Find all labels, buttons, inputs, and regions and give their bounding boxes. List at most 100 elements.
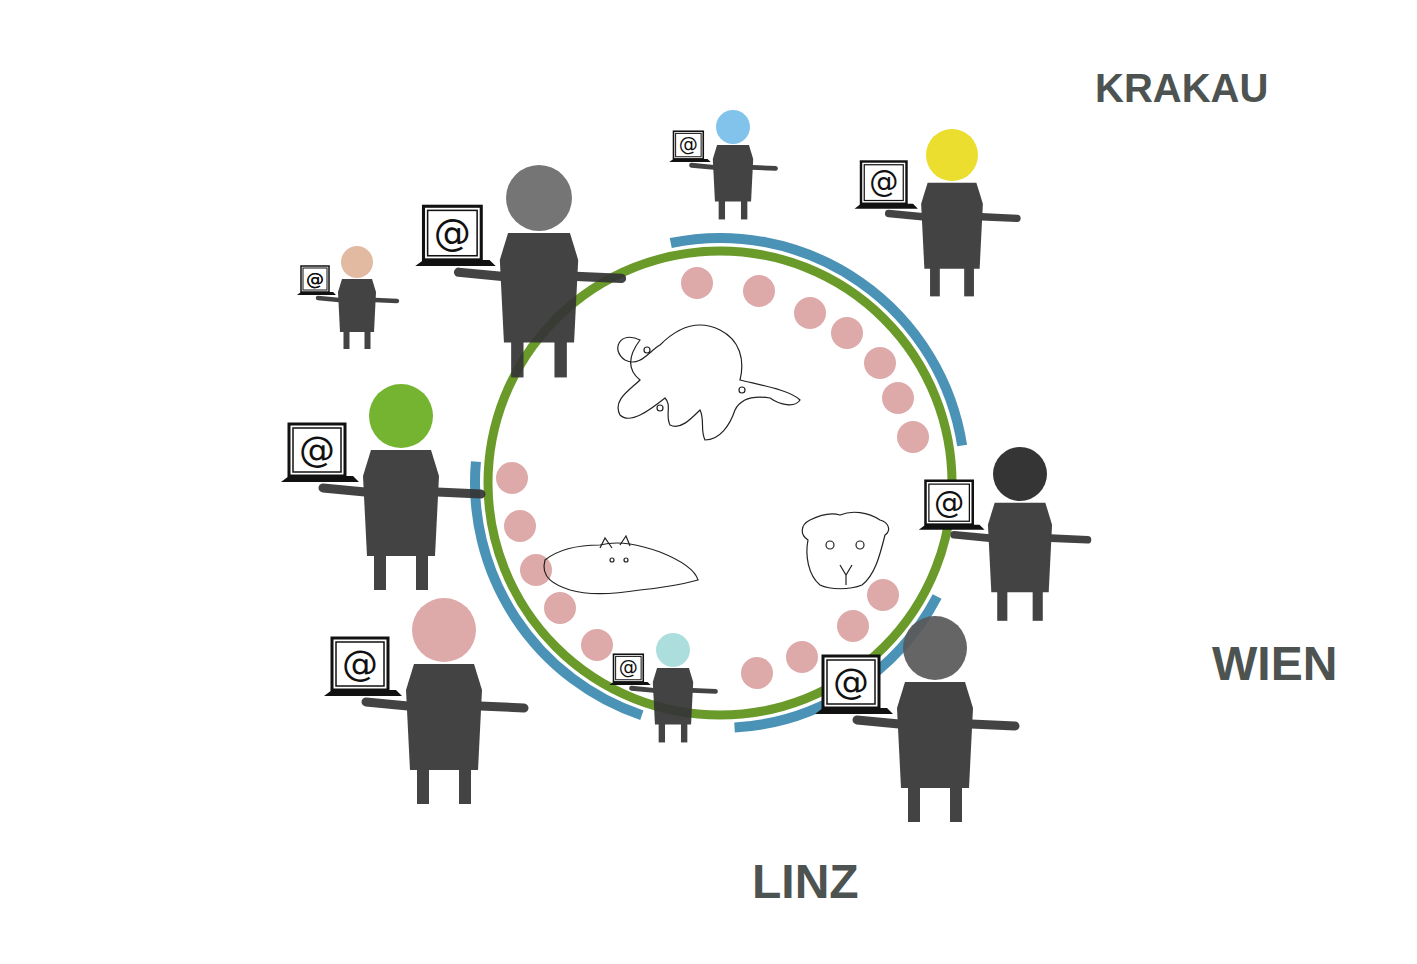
guinea-pig-sketch — [544, 543, 698, 594]
person-head — [506, 165, 572, 231]
laptop-bezel — [864, 165, 903, 201]
at-symbol: @ — [342, 646, 378, 682]
person — [857, 616, 1015, 822]
at-symbol: @ — [934, 488, 964, 518]
laptop-bezel — [929, 484, 970, 521]
person-arm — [375, 300, 397, 301]
at-symbol: @ — [679, 136, 698, 155]
laptop-screen — [332, 638, 388, 690]
person-leg — [554, 340, 566, 377]
person-leg — [344, 331, 350, 349]
person-arm — [752, 167, 775, 168]
laptop-screen — [614, 654, 644, 682]
laptop-base — [324, 690, 402, 696]
person-body — [921, 183, 983, 269]
octopus-sketch — [618, 325, 800, 440]
person-arm — [323, 488, 365, 492]
person-body — [653, 668, 693, 724]
laptop-screen — [823, 656, 879, 708]
laptop-base — [919, 525, 985, 530]
at-symbol: @ — [299, 432, 335, 468]
laptop-base — [815, 708, 893, 714]
pink-dot — [882, 382, 914, 414]
guinea-pig-eye — [856, 541, 864, 549]
person-arm — [480, 706, 524, 708]
at-symbol: @ — [869, 168, 898, 197]
person-head — [993, 447, 1047, 501]
pink-dot — [837, 610, 869, 642]
person — [366, 598, 524, 804]
guinea-pig-ears — [600, 536, 630, 548]
laptop-base — [855, 204, 918, 209]
person-body — [406, 664, 482, 770]
city-label: WIEN — [1212, 640, 1337, 688]
pink-dot — [741, 657, 773, 689]
laptop-base — [297, 292, 336, 295]
person — [459, 165, 622, 377]
person-arm — [632, 688, 654, 690]
laptop-screen — [861, 162, 907, 204]
person-leg — [997, 590, 1007, 620]
person-leg — [930, 267, 940, 296]
person — [692, 110, 776, 219]
guinea-pig-eye — [624, 558, 628, 562]
person-leg — [950, 786, 962, 822]
person-arm — [366, 702, 408, 706]
laptop-bezel — [676, 133, 702, 156]
laptop-bezel — [303, 268, 327, 290]
pink-dot — [864, 347, 896, 379]
laptop-bezel — [827, 660, 875, 704]
person-arm — [692, 165, 714, 167]
person-arm — [981, 217, 1017, 219]
person-arm — [318, 298, 339, 300]
person-head — [341, 246, 373, 278]
person — [323, 384, 481, 590]
city-label: KRAKAU — [1095, 68, 1268, 108]
laptop-bezel — [293, 428, 341, 472]
city-label: LINZ — [752, 858, 859, 906]
pink-dot — [867, 579, 899, 611]
pink-dot — [786, 641, 818, 673]
pink-dot — [681, 267, 713, 299]
laptop-screen — [424, 206, 482, 260]
person-leg — [417, 768, 429, 804]
guinea-pig-face-sketch — [802, 512, 888, 588]
person-arm — [1050, 538, 1087, 540]
laptop-base — [281, 476, 359, 482]
person-arm — [857, 720, 899, 724]
person-body — [363, 450, 439, 556]
guinea-pig-nose — [840, 565, 852, 585]
octopus-eye — [739, 387, 745, 393]
guinea-pig-eye — [826, 541, 834, 549]
laptop-bezel — [336, 642, 384, 686]
sketches — [544, 325, 889, 594]
person-arm — [971, 724, 1015, 726]
person-leg — [741, 200, 747, 219]
pink-dot — [743, 275, 775, 307]
person-leg — [681, 723, 687, 742]
person-leg — [1033, 590, 1043, 620]
person-arm — [692, 690, 715, 691]
person-leg — [719, 200, 725, 219]
at-symbol: @ — [833, 664, 869, 700]
pink-dot — [897, 421, 929, 453]
pink-dot — [544, 592, 576, 624]
person-leg — [964, 267, 974, 296]
person — [954, 447, 1087, 621]
octopus-eye — [657, 405, 663, 411]
person-leg — [659, 723, 665, 742]
laptop-base — [609, 682, 650, 685]
person — [889, 129, 1017, 296]
laptop-screen — [926, 481, 973, 525]
person-arm — [576, 276, 621, 278]
person-head — [926, 129, 978, 181]
person-head — [412, 598, 476, 662]
person-head — [656, 633, 690, 667]
pink-dot — [794, 297, 826, 329]
person-leg — [511, 340, 523, 377]
at-symbol: @ — [434, 215, 471, 252]
person-arm — [437, 492, 481, 494]
person-leg — [908, 786, 920, 822]
pink-dot — [581, 629, 613, 661]
laptop-screen — [674, 131, 704, 159]
